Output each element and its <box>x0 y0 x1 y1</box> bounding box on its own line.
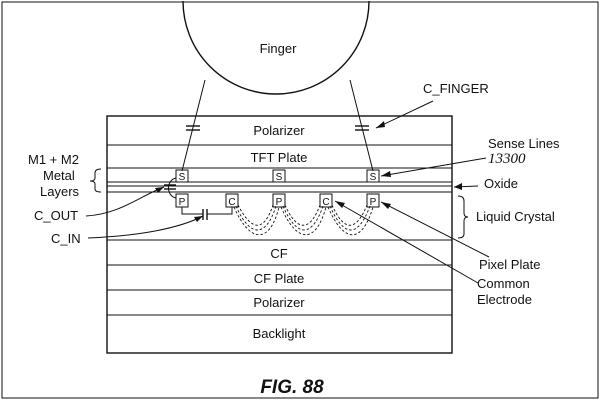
c-out-capacitor <box>164 184 176 190</box>
c-in-wire <box>181 207 203 215</box>
metal-layers-label-3: Layers <box>40 184 80 199</box>
common-electrode-arrow <box>335 201 345 208</box>
pixel-cell-label: P <box>276 197 283 208</box>
c-in-arrow <box>194 216 203 222</box>
pixel-plate-arrow <box>381 202 391 209</box>
c-in-wire <box>207 207 233 215</box>
c-out-label: C_OUT <box>34 208 78 223</box>
pixel-plate-label: Pixel Plate <box>479 257 540 272</box>
common-electrode-leader <box>334 200 479 284</box>
layer-polarizer-top: Polarizer <box>253 123 305 138</box>
c-out-arrow <box>155 187 164 193</box>
pixel-plate-cell <box>366 193 380 208</box>
sense-cell <box>272 169 286 183</box>
layer-backlight: Backlight <box>253 326 306 341</box>
oxide-arrow <box>454 183 462 190</box>
c-finger-capacitor-left <box>186 125 200 131</box>
sense-lines-leader <box>380 157 487 177</box>
c-finger-leader <box>375 100 434 129</box>
c-finger-label: C_FINGER <box>423 81 489 96</box>
metal-layers-brace <box>89 168 102 193</box>
layer-cf-plate: CF Plate <box>254 271 305 286</box>
sense-lines-label: Sense Lines <box>488 136 560 151</box>
sense-cell-label: S <box>179 172 186 183</box>
display-stack <box>106 115 453 354</box>
liquid-crystal-label: Liquid Crystal <box>476 209 555 224</box>
liquid-crystal-brace <box>457 195 469 239</box>
sense-cell-label: S <box>370 172 377 183</box>
common-electrode-label-1: Common <box>477 276 530 291</box>
sense-lines-arrow <box>381 171 391 177</box>
layer-polarizer-bottom: Polarizer <box>253 295 305 310</box>
pixel-plate-cell <box>272 193 286 208</box>
sense-cell <box>366 169 380 183</box>
sense-cell <box>175 169 189 183</box>
common-cell-label: C <box>228 197 235 208</box>
c-finger-capacitor-right <box>355 125 369 131</box>
metal-layers-label-2: Metal <box>43 168 75 183</box>
pixel-cell-label: P <box>179 197 186 208</box>
sense-cell-label: S <box>276 172 283 183</box>
c-finger-arrow <box>376 121 385 128</box>
pixel-plate-leader <box>380 201 490 258</box>
c-out-link <box>168 177 177 199</box>
finger-shape <box>182 0 370 95</box>
common-cell-label: C <box>322 197 329 208</box>
common-electrode-label-2: Electrode <box>477 292 532 307</box>
figure-caption: FIG. 88 <box>260 377 324 398</box>
common-electrode-cell <box>319 193 333 208</box>
pixel-cell-label: P <box>370 197 377 208</box>
liquid-crystal-field-lines <box>233 204 374 236</box>
layer-tft-plate: TFT Plate <box>251 150 308 165</box>
c-in-leader <box>87 215 204 239</box>
oxide-label: Oxide <box>484 176 518 191</box>
metal-layers-label-1: M1 + M2 <box>28 152 79 167</box>
finger-label: Finger <box>260 41 298 56</box>
layer-cf: CF <box>270 246 287 261</box>
c-in-label: C_IN <box>51 231 81 246</box>
sense-lines-ref: 13300 <box>488 151 526 167</box>
c-in-capacitor <box>202 209 208 220</box>
